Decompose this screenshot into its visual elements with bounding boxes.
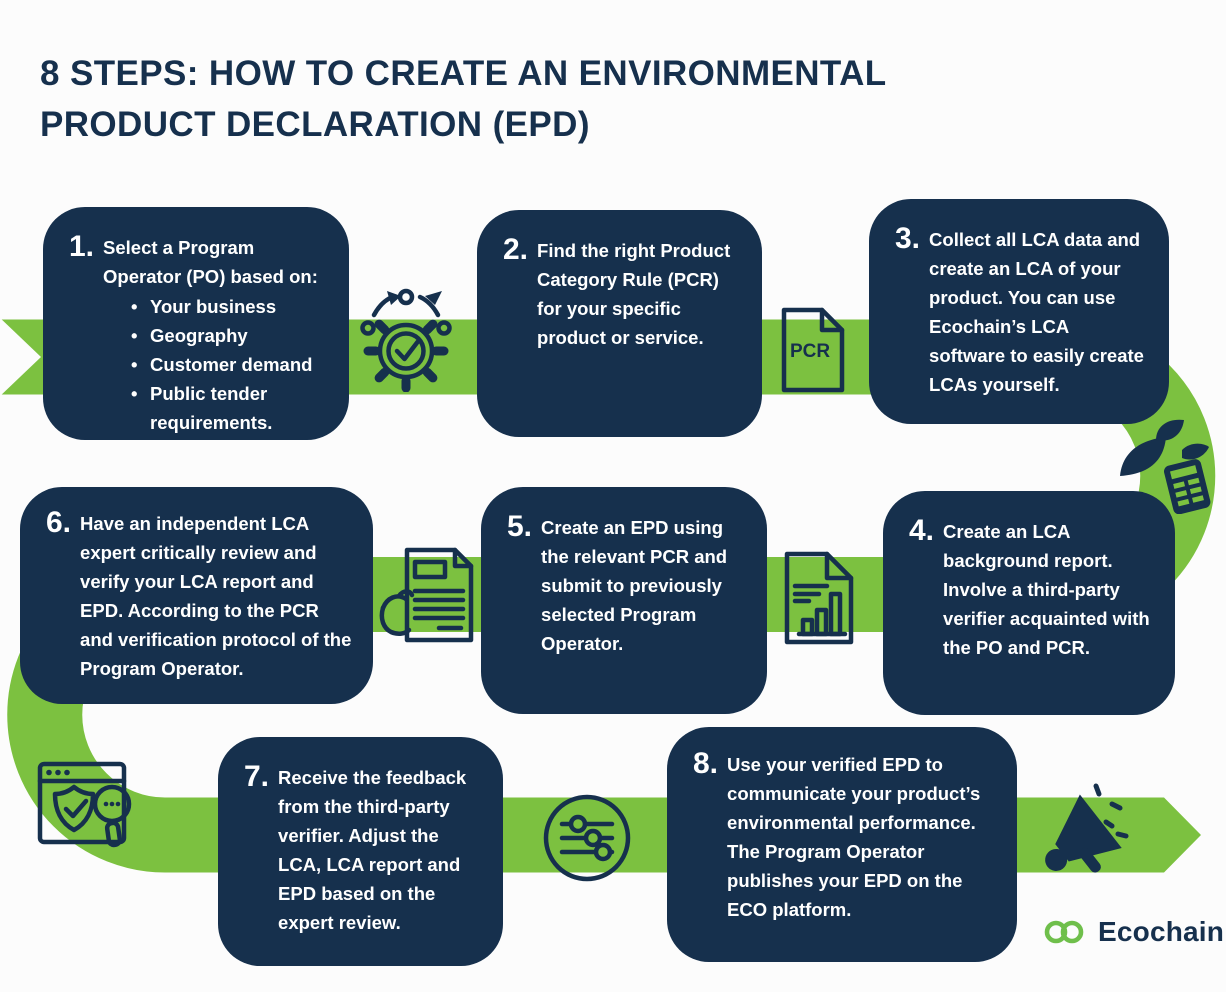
page-title: 8 STEPS: HOW TO CREATE AN ENVIRONMENTAL … (40, 48, 887, 150)
gear-check-icon (360, 288, 452, 392)
step-5-card: 5. Create an EPD using the relevant PCR … (481, 487, 767, 714)
bullet-item: Geography (131, 321, 329, 350)
megaphone-icon (1045, 783, 1129, 873)
step-3-text: Collect all LCA data and create an LCA o… (929, 229, 1144, 395)
pcr-label: PCR (790, 341, 830, 362)
step-1-text: Select a Program Operator (PO) based on: (103, 237, 318, 287)
page-title-line2: PRODUCT DECLARATION (EPD) (40, 105, 590, 144)
page-title-line1: 8 STEPS: HOW TO CREATE AN ENVIRONMENTAL (40, 54, 887, 93)
bullet-item: Public tender requirements. (131, 379, 329, 437)
step-6-card: 6. Have an independent LCA expert critic… (20, 487, 373, 704)
step-2-number: 2. (503, 233, 529, 266)
step-3-number: 3. (895, 222, 921, 255)
step-1-number: 1. (69, 230, 95, 263)
infinity-icon (1044, 920, 1084, 944)
bullet-item: Your business (131, 292, 329, 321)
step-1-bullet-list: Your business Geography Customer demand … (103, 292, 329, 437)
step-4-text: Create an LCA background report. Involve… (943, 521, 1150, 658)
step-6-text: Have an independent LCA expert criticall… (80, 513, 352, 679)
bullet-item: Customer demand (131, 350, 329, 379)
band-arrow-tip (1150, 797, 1201, 873)
step-1-card: 1. Select a Program Operator (PO) based … (43, 207, 349, 440)
step-7-text: Receive the feedback from the third-part… (278, 767, 467, 933)
step-2-text: Find the right Product Category Rule (PC… (537, 240, 731, 348)
leaf-calculator-icon (1120, 419, 1211, 514)
report-chart-icon (784, 551, 854, 645)
step-6-number: 6. (46, 506, 72, 539)
step-5-text: Create an EPD using the relevant PCR and… (541, 517, 728, 654)
pcr-document-icon: PCR (781, 307, 845, 393)
sliders-icon (543, 794, 631, 882)
shield-verify-icon (37, 761, 132, 848)
step-7-number: 7. (244, 760, 270, 793)
ecochain-logo: Ecochain (1041, 916, 1224, 948)
step-4-card: 4. Create an LCA background report. Invo… (883, 491, 1175, 715)
band-ribbon-notch (0, 317, 41, 397)
step-2-card: 2. Find the right Product Category Rule … (477, 210, 762, 437)
hand-document-icon (379, 547, 474, 643)
step-4-number: 4. (909, 514, 935, 547)
ecochain-logo-text: Ecochain (1098, 916, 1225, 947)
step-3-card: 3. Collect all LCA data and create an LC… (869, 199, 1169, 424)
step-8-number: 8. (693, 747, 719, 780)
step-8-card: 8. Use your verified EPD to communicate … (667, 727, 1017, 962)
step-8-text: Use your verified EPD to communicate you… (727, 754, 981, 920)
step-5-number: 5. (507, 510, 533, 543)
step-7-card: 7. Receive the feedback from the third-p… (218, 737, 503, 966)
